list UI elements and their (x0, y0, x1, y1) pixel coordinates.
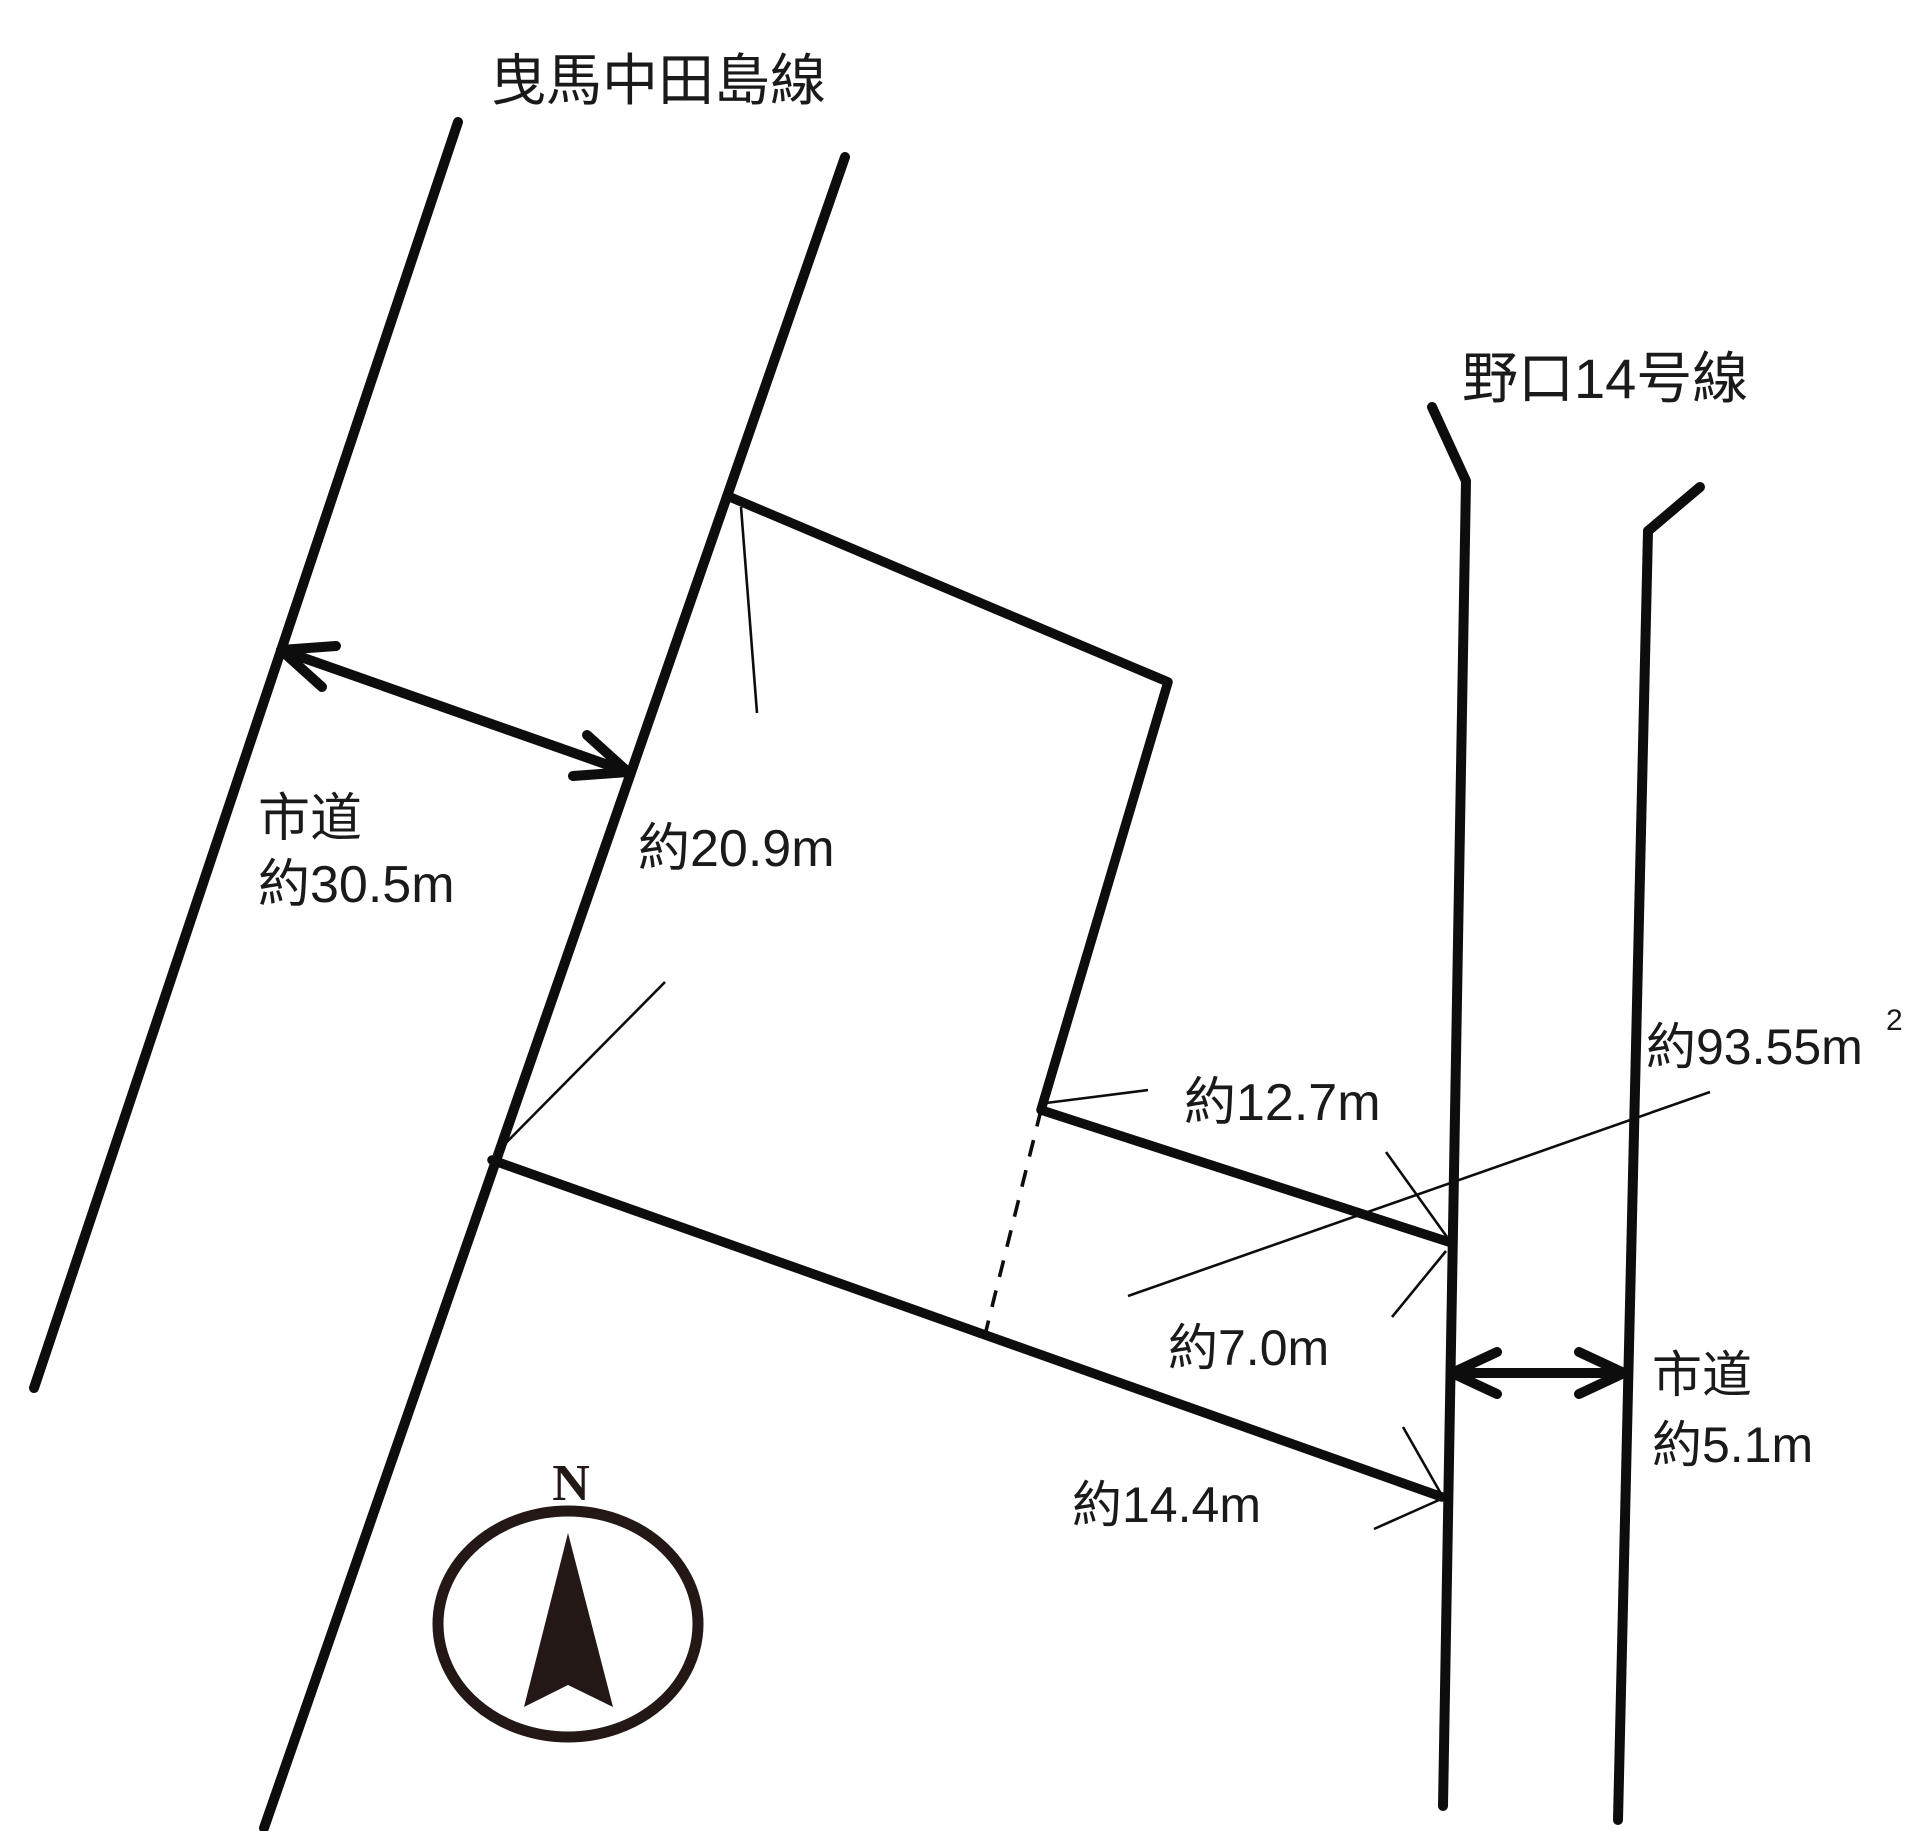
right-road-west-edge-line (1427, 402, 1471, 1811)
parcel-north-and-east-boundary (725, 492, 1457, 1248)
right-road-east-edge-line (1613, 482, 1705, 1825)
compass-north-needle-icon (524, 1533, 613, 1707)
parcel-section-divider-dashed-line (983, 1109, 1043, 1336)
compass-ring (432, 1505, 704, 1743)
right-road-type-label: 市道 (1652, 1347, 1752, 1403)
left-road-width-arrow-shaft (276, 645, 633, 777)
left-road-width-arrowhead-east (568, 730, 633, 781)
compass-north-label: N (552, 1455, 590, 1512)
left-road-width-arrowhead-west (276, 641, 341, 692)
left-road-width-label: 約30.5m (258, 856, 455, 914)
leader-west-boundary-lower (493, 981, 666, 1156)
leader-upper-east-boundary-left (1045, 1088, 1149, 1105)
section-area-superscript: 2 (1886, 1004, 1903, 1037)
road-frontage-length-label: 約7.0m (1168, 1320, 1329, 1376)
left-road-east-edge-line (259, 152, 850, 1831)
leader-frontage-lower (1401, 1426, 1442, 1493)
right-road-width-label: 約5.1m (1652, 1417, 1813, 1473)
south-boundary-length-label: 約14.4m (1072, 1477, 1261, 1533)
leader-west-boundary-upper (739, 506, 759, 714)
right-road-width-arrowhead-west (1447, 1347, 1502, 1399)
right-road-width-arrowhead-east (1574, 1347, 1629, 1399)
upper-east-boundary-length-label: 約12.7m (1184, 1074, 1381, 1132)
left-road-type-label: 市道 (258, 790, 362, 848)
leader-section-area (1127, 1090, 1711, 1298)
west-boundary-length-label: 約20.9m (638, 820, 835, 878)
parcel-south-boundary (487, 1155, 1447, 1502)
leader-frontage-upper (1390, 1250, 1448, 1318)
section-area-label: 約93.55m (1646, 1019, 1863, 1075)
road-name-hikuma-nakatajima: 曳馬中田島線 (490, 49, 826, 112)
left-road-west-edge-line (29, 117, 463, 1393)
road-name-noguchi-14: 野口14号線 (1462, 347, 1748, 410)
leader-south-boundary (1373, 1498, 1440, 1531)
